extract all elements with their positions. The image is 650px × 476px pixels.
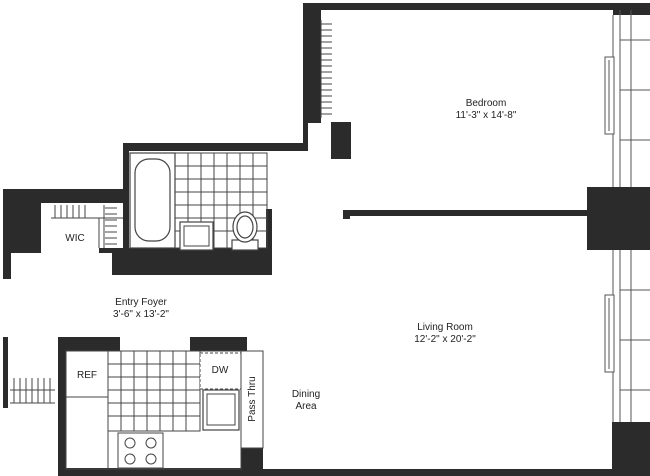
ref-label: REF bbox=[77, 370, 97, 381]
entry-foyer-label: Entry Foyer bbox=[115, 297, 167, 308]
wall-wic-bottom-right bbox=[99, 248, 119, 253]
wall-kitchen-top-left bbox=[58, 337, 120, 351]
wall-wic-leftstub bbox=[3, 189, 11, 279]
bathroom bbox=[129, 152, 268, 251]
toilet bbox=[231, 211, 259, 251]
dw-label: DW bbox=[212, 365, 229, 376]
wall-bath-right-stub bbox=[266, 209, 272, 275]
wall-bottom-right-corner bbox=[612, 422, 650, 476]
dishwasher bbox=[199, 352, 242, 390]
wall-left-lower bbox=[3, 337, 8, 408]
wic-label: WIC bbox=[65, 233, 84, 244]
wall-bath-bottom bbox=[112, 248, 272, 275]
entry-foyer-dims: 3'-6" x 13'-2" bbox=[113, 309, 169, 320]
wall-bedroom-step bbox=[331, 122, 351, 159]
wall-bedroom-top bbox=[303, 3, 640, 10]
dining-area-label-line2: Area bbox=[295, 401, 317, 412]
wall-kitchen-top-right bbox=[190, 337, 247, 351]
coat-closet-shelf bbox=[10, 378, 55, 404]
bedroom-closet-shelf bbox=[320, 20, 332, 118]
wall-bath-left bbox=[123, 143, 129, 253]
room-labels: Bedroom 11'-3" x 14'-8" Living Room 12'-… bbox=[65, 98, 517, 422]
wall-bath-top bbox=[123, 143, 308, 151]
wic-shelf bbox=[51, 205, 123, 248]
walls bbox=[3, 3, 650, 476]
living-room-dims: 12'-2" x 20'-2" bbox=[414, 334, 476, 345]
living-room-label: Living Room bbox=[417, 322, 473, 333]
wall-kitchen-bottom bbox=[58, 468, 248, 476]
bathtub bbox=[129, 152, 176, 249]
wall-bedroom-left-top bbox=[303, 3, 321, 123]
stove bbox=[117, 432, 164, 469]
wall-top-right-corner bbox=[613, 3, 650, 15]
kitchen bbox=[65, 350, 264, 470]
bedroom-dims: 11'-3" x 14'-8" bbox=[456, 110, 517, 121]
pass-thru-counter bbox=[240, 350, 264, 449]
wall-partition bbox=[343, 210, 589, 216]
wall-column bbox=[587, 187, 650, 250]
wall-wic-top bbox=[3, 189, 123, 203]
pass-thru-label: Pass Thru bbox=[247, 376, 258, 421]
wall-bottom bbox=[248, 469, 650, 476]
bedroom-label: Bedroom bbox=[466, 98, 507, 109]
radiators bbox=[604, 56, 615, 373]
wall-kitchen-left bbox=[58, 337, 66, 476]
wall-bedroom-left-lower bbox=[303, 122, 308, 149]
dining-area-label-line1: Dining bbox=[292, 389, 320, 400]
kitchen-tile bbox=[107, 350, 201, 432]
